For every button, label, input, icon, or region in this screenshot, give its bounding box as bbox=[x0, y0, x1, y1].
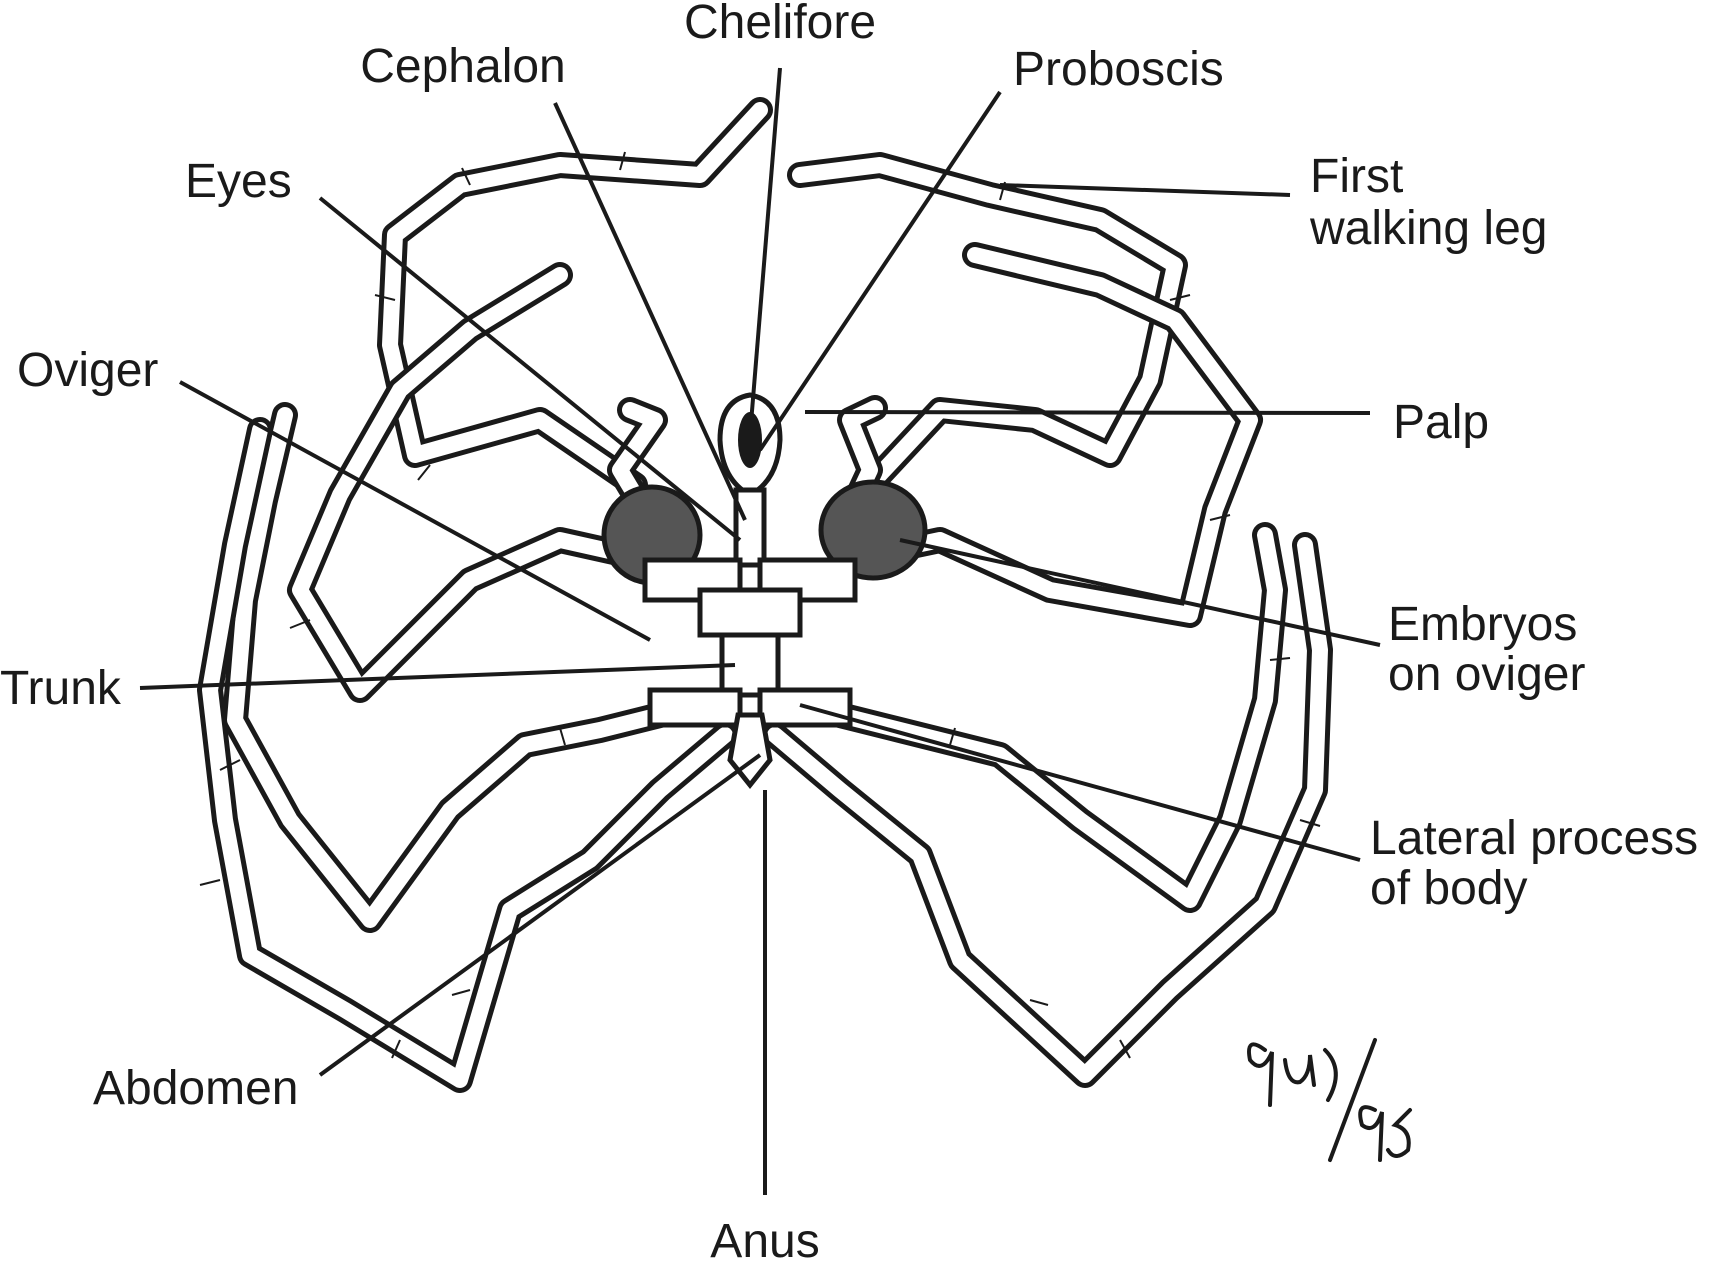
label-first-walking-leg-line2: walking leg bbox=[1310, 202, 1548, 255]
label-palp: Palp bbox=[1393, 396, 1490, 449]
label-oviger: Oviger bbox=[17, 344, 159, 397]
walking-legs bbox=[197, 97, 1333, 1093]
label-trunk: Trunk bbox=[0, 662, 121, 715]
artist-signature bbox=[1247, 1038, 1412, 1162]
leg-hairs bbox=[199, 151, 1321, 1059]
label-lateral-process-line1: Lateral process bbox=[1370, 812, 1699, 865]
label-first-walking-leg-line1: First bbox=[1310, 150, 1404, 203]
cephalon bbox=[733, 487, 767, 568]
label-lateral-process-line2: of body bbox=[1370, 862, 1528, 915]
label-abdomen: Abdomen bbox=[93, 1062, 299, 1115]
label-embryos-line2: on oviger bbox=[1388, 648, 1586, 701]
label-cephalon: Cephalon bbox=[360, 40, 566, 93]
label-embryos-line1: Embryos bbox=[1388, 598, 1578, 651]
leader-lines bbox=[139, 67, 1381, 1195]
label-eyes: Eyes bbox=[185, 155, 292, 208]
label-chelifore: Chelifore bbox=[683, 0, 877, 49]
label-proboscis: Proboscis bbox=[1013, 43, 1224, 96]
label-anus: Anus bbox=[710, 1215, 820, 1268]
embryos-right bbox=[818, 479, 928, 581]
